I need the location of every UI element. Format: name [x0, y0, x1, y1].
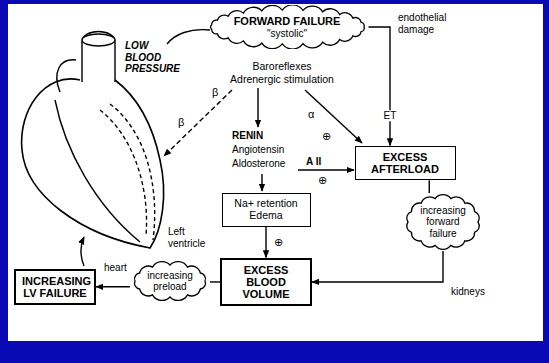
node-text: increasing forward failure — [418, 205, 468, 239]
plus-symbol: ⊕ — [274, 236, 283, 249]
node-text: increasing preload — [145, 270, 195, 292]
reflex-label: Adrenergic stimulation — [230, 73, 334, 85]
process-box: EXCESS AFTERLOAD — [355, 146, 456, 181]
connector-arrow — [312, 251, 443, 282]
node-text: "systolic" — [231, 28, 343, 39]
node-text: EXCESS AFTERLOAD — [362, 151, 449, 176]
cloud-bubble: increasing forward failure — [403, 193, 483, 251]
cause-label: endothelial damage — [398, 12, 446, 35]
connector-arrow — [265, 227, 266, 258]
text-holder: FORWARD FAILURE"systolic" — [231, 15, 343, 39]
cloud-bubble: increasing preload — [130, 260, 210, 302]
text-holder: EXCESS BLOOD VOLUME — [228, 264, 304, 301]
part-label: heart — [104, 262, 127, 274]
pressure-link — [167, 30, 210, 44]
process-box: EXCESS BLOOD VOLUME — [220, 258, 312, 307]
heart-outline — [22, 79, 164, 248]
failure-arrow — [81, 237, 84, 266]
connector-label: kidneys — [449, 286, 487, 298]
node-text: INCREASING LV FAILURE — [22, 275, 88, 300]
cloud-path — [407, 195, 480, 250]
aldosterone-arrow — [261, 174, 262, 191]
connector-arrow — [429, 180, 430, 193]
node-text: EXCESS BLOOD VOLUME — [228, 264, 304, 301]
pressure-label: LOW BLOOD PRESSURE — [125, 40, 180, 75]
hormone-label: A II — [306, 156, 321, 168]
connector-label: ET — [382, 110, 399, 122]
text-holder: INCREASING LV FAILURE — [22, 275, 88, 300]
hormone-label: Angiotensin — [232, 144, 284, 156]
text-holder: Na+ retention Edema — [229, 198, 304, 222]
hormone-label: RENIN — [232, 130, 263, 142]
angiotensin-arrow — [298, 169, 354, 170]
text-holder: increasing preload — [145, 270, 195, 292]
plus-symbol: ⊕ — [322, 130, 331, 143]
ventricle-wall — [100, 110, 147, 236]
aorta-opening — [82, 34, 115, 46]
process-box: INCREASING LV FAILURE — [14, 269, 96, 306]
hormone-label: Aldosterone — [232, 158, 285, 170]
cloud-path — [135, 262, 206, 301]
beta-arrow — [164, 90, 232, 156]
white-panel — [8, 4, 543, 341]
renin-arrow — [257, 88, 258, 127]
alpha-arrow — [305, 90, 362, 143]
connector-arrow — [210, 281, 220, 282]
reflex-label: Baroreflexes — [253, 60, 312, 72]
pulmonary-artery — [57, 60, 76, 92]
process-box: Na+ retention Edema — [222, 193, 311, 227]
part-label: Left ventricle — [168, 226, 205, 249]
receptor-symbol: α — [308, 108, 314, 121]
connector-arrow — [96, 286, 130, 287]
aorta — [82, 32, 115, 83]
text-holder: EXCESS AFTERLOAD — [362, 151, 449, 176]
cloud-path — [210, 5, 364, 49]
text-holder: increasing forward failure — [418, 205, 468, 239]
node-text: Na+ retention Edema — [229, 198, 304, 222]
connector-arrow — [369, 27, 391, 146]
plus-symbol: ⊕ — [318, 174, 327, 187]
cloud-bubble: FORWARD FAILURE"systolic" — [206, 5, 369, 49]
ventricle-wall — [110, 104, 155, 240]
receptor-symbol: β — [212, 86, 218, 99]
node-text: FORWARD FAILURE — [231, 15, 343, 27]
receptor-symbol: β — [178, 116, 184, 129]
